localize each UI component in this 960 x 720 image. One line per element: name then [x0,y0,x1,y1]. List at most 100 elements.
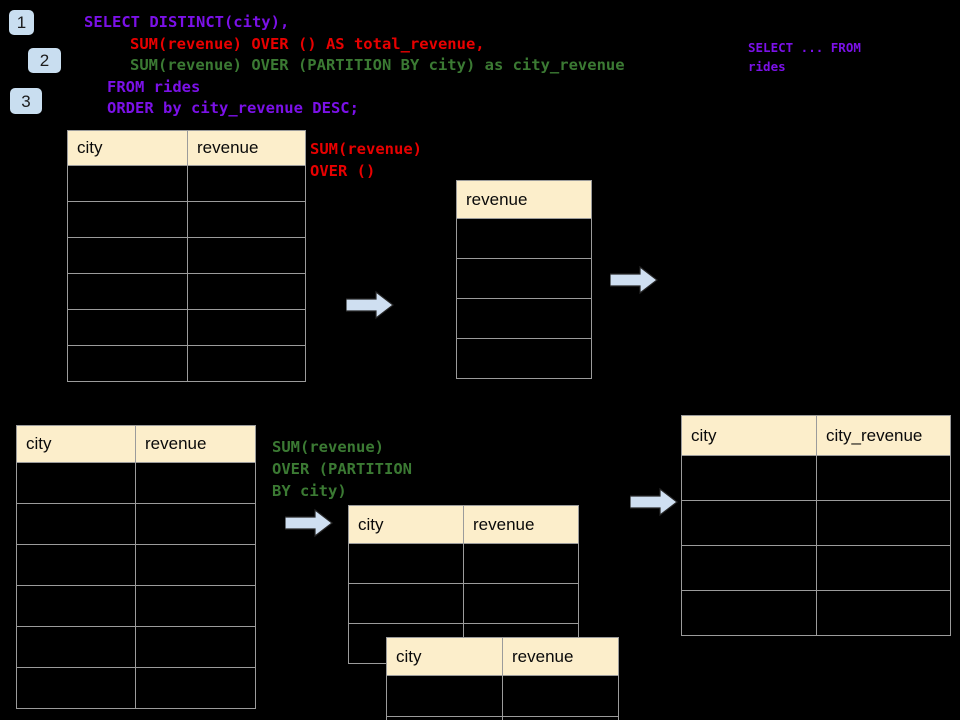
table-row [456,218,592,259]
arrow-right-icon [629,487,678,517]
table-cell-revenue [187,345,306,382]
arrow-bottom-right [629,487,678,517]
table-cell-revenue [502,675,619,717]
total-revenue-table: revenue [456,180,592,379]
table-cell-city [67,309,188,346]
table-cell-revenue [456,258,592,299]
sql-line-1: SELECT DISTINCT(city), [84,13,290,31]
table-cell-city [681,500,817,546]
table-cell-revenue [456,218,592,259]
table-row [16,667,256,709]
table-cell-revenue [135,544,256,586]
table-row [681,500,951,546]
table-row [681,545,951,591]
table-row [456,258,592,299]
column-header-city: city [67,130,188,166]
arrow-right-icon [345,290,394,320]
table-cell-city [348,543,464,584]
table-cell-revenue [187,309,306,346]
column-header-revenue: revenue [187,130,306,166]
table-cell-revenue [135,626,256,668]
table-row [16,462,256,504]
table-row [348,543,579,584]
table-cell-city_revenue [816,455,951,501]
sum-over-partition-note: SUM(revenue) OVER (PARTITION BY city) [272,438,412,500]
table-cell-city [386,675,503,717]
table-cell-revenue [456,298,592,339]
table-cell-city_revenue [816,500,951,546]
table-cell-city [67,165,188,202]
column-header-revenue: revenue [502,637,619,676]
table-cell-revenue [135,667,256,709]
table-row [386,716,619,720]
table-cell-revenue [463,583,579,624]
table-cell-city [348,583,464,624]
table-row [67,165,306,202]
column-header-revenue: revenue [463,505,579,544]
column-header-revenue: revenue [456,180,592,219]
column-header-city: city [681,415,817,456]
table-row [681,590,951,636]
column-header-revenue: revenue [135,425,256,463]
arrow-top-right [609,265,658,295]
table-cell-revenue [502,716,619,720]
arrow-right-icon [609,265,658,295]
table-row [348,583,579,624]
sum-over-empty-note: SUM(revenue) OVER () [310,140,422,180]
table-cell-revenue [135,585,256,627]
table-row [16,544,256,586]
table-header-row: revenue [456,180,592,219]
table-cell-city [67,237,188,274]
table-cell-revenue [187,165,306,202]
table-cell-city [16,626,136,668]
column-header-city: city [16,425,136,463]
table-cell-city [67,273,188,310]
step-badge-3: 3 [10,88,42,114]
table-cell-city [67,201,188,238]
table-row [16,626,256,668]
table-cell-revenue [187,237,306,274]
sql-line-2: SUM(revenue) OVER () AS total_revenue, [130,34,485,53]
select-from-rides-note: SELECT ... FROM rides [748,40,861,74]
column-header-city: city [386,637,503,676]
table-row [67,309,306,346]
table-cell-city_revenue [816,590,951,636]
table-cell-city [386,716,503,720]
table-row [16,585,256,627]
table-row [67,201,306,238]
sql-line-3: SUM(revenue) OVER (PARTITION BY city) as… [130,56,625,74]
table-row [456,298,592,339]
table-cell-city [67,345,188,382]
sql-query-block: SELECT DISTINCT(city), SUM(revenue) OVER … [84,12,625,120]
table-cell-city [16,462,136,504]
sql-line-4: FROM rides [107,77,201,96]
column-header-city_revenue: city_revenue [816,415,951,456]
table-cell-city [681,545,817,591]
table-cell-revenue [456,338,592,379]
arrow-top-left [345,290,394,320]
table-cell-revenue [135,462,256,504]
arrow-bottom-left [284,508,333,538]
table-cell-revenue [135,503,256,545]
table-cell-city [681,590,817,636]
table-row [681,455,951,501]
table-row [67,237,306,274]
table-row [386,675,619,717]
step-badge-1: 1 [9,10,34,35]
step-badge-2: 2 [28,48,61,73]
table-row [456,338,592,379]
table-row [67,273,306,310]
table-cell-city [681,455,817,501]
arrow-right-icon [284,508,333,538]
table-cell-city [16,667,136,709]
